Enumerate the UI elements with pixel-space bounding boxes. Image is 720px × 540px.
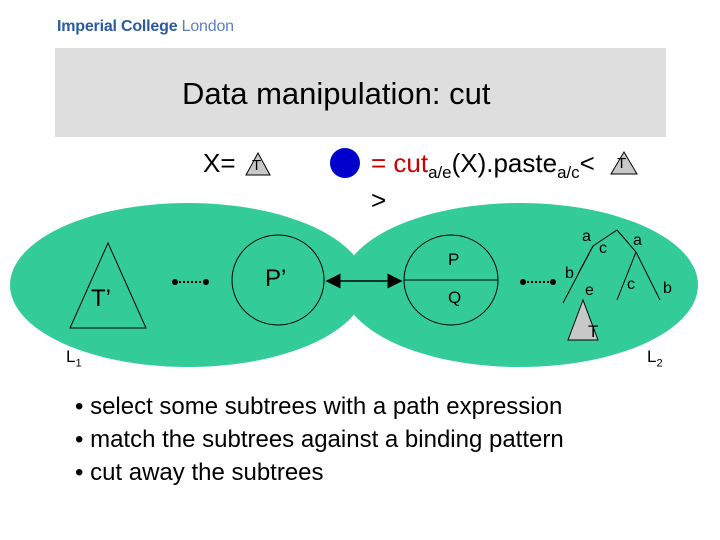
paste-sub: a/c xyxy=(557,163,580,183)
bullet-item: • select some subtrees with a path expre… xyxy=(75,393,563,420)
tree-label-b1: b xyxy=(565,265,574,282)
tree-label-a2: a xyxy=(633,232,642,249)
right-link-dot-a xyxy=(520,279,526,285)
cut-prefix: = cut xyxy=(371,148,429,178)
formula-blue-circle xyxy=(330,148,360,178)
title-band xyxy=(55,48,666,137)
imperial-logo: Imperial College London xyxy=(57,18,234,36)
formula-t-triangle xyxy=(245,151,271,176)
tree-label-c2: c xyxy=(627,276,635,293)
l1-sub: 1 xyxy=(75,357,82,370)
slide-title: Data manipulation: cut xyxy=(182,76,491,111)
bullet-item: • cut away the subtrees xyxy=(75,459,324,486)
tree-edges xyxy=(562,229,661,304)
formula-paste-t-label: T xyxy=(617,155,627,172)
l2-sub: 2 xyxy=(656,357,663,370)
logo-light: London xyxy=(181,18,234,35)
right-q-label: Q xyxy=(448,288,462,307)
tree-label-b2: b xyxy=(663,280,672,297)
right-link-dot-b xyxy=(550,279,556,285)
tree-t-triangle xyxy=(567,298,599,341)
logo-bold: Imperial College xyxy=(57,18,178,35)
bullet-list: • select some subtrees with a path expre… xyxy=(75,390,564,489)
left-tree-label: T’ xyxy=(91,285,111,312)
right-p-label: P xyxy=(448,250,460,269)
formula-lt: < xyxy=(579,148,595,178)
formula-paste-triangle xyxy=(610,151,638,175)
formula-gt: > xyxy=(371,185,387,215)
right-ellipse xyxy=(342,203,698,367)
left-link-dot-a xyxy=(172,279,178,285)
left-tree-triangle xyxy=(69,241,147,329)
paste-text: (X).paste xyxy=(451,148,558,178)
l2-text: L xyxy=(647,347,657,366)
tree-label-e1: e xyxy=(585,282,594,299)
formula-t-label: T xyxy=(252,157,262,174)
l1-label: L1 xyxy=(66,347,82,369)
tree-label-a1: a xyxy=(582,228,591,245)
left-pattern-ellipse xyxy=(231,234,325,326)
tree-label-c1: c xyxy=(599,240,607,257)
cut-sub: a/e xyxy=(428,163,452,183)
formula-text: = cuta/e(X).pastea/c< xyxy=(371,148,595,183)
l2-label: L2 xyxy=(647,347,663,369)
l1-text: L xyxy=(66,347,76,366)
bullet-item: • match the subtrees against a binding p… xyxy=(75,426,564,453)
left-link-dot-b xyxy=(203,279,209,285)
left-pattern-label: P’ xyxy=(265,265,287,292)
tree-label-t: T xyxy=(588,322,599,341)
formula-x-label: X= xyxy=(203,148,236,178)
